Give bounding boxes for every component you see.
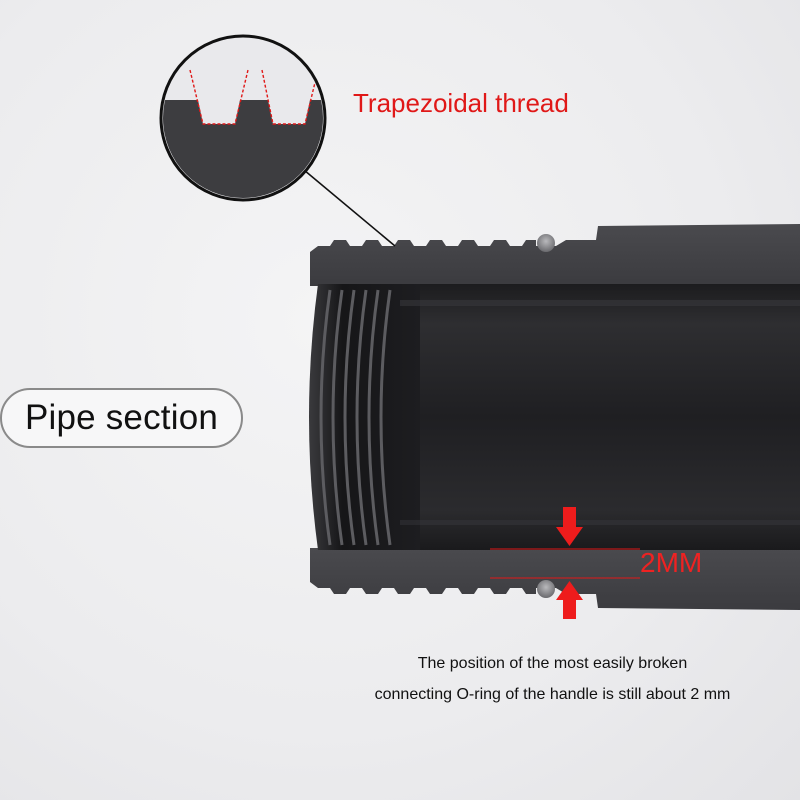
pipe-body <box>309 224 800 610</box>
arrow-up-icon <box>556 581 583 619</box>
internal-thread-rings <box>319 289 392 546</box>
o-ring-top <box>537 234 555 252</box>
dimension-marker <box>490 507 640 619</box>
pipe-section-badge: Pipe section <box>0 388 243 448</box>
o-ring-bottom <box>537 580 555 598</box>
arrow-down-icon <box>556 507 583 546</box>
thread-magnifier <box>159 34 396 247</box>
pipe-section-label: Pipe section <box>24 398 219 437</box>
caption-line-1: The position of the most easily broken <box>417 655 688 672</box>
dimension-label: 2MM <box>640 547 703 578</box>
thread-label: Trapezoidal thread <box>353 88 569 118</box>
caption-line-2: connecting O-ring of the handle is still… <box>374 686 731 703</box>
